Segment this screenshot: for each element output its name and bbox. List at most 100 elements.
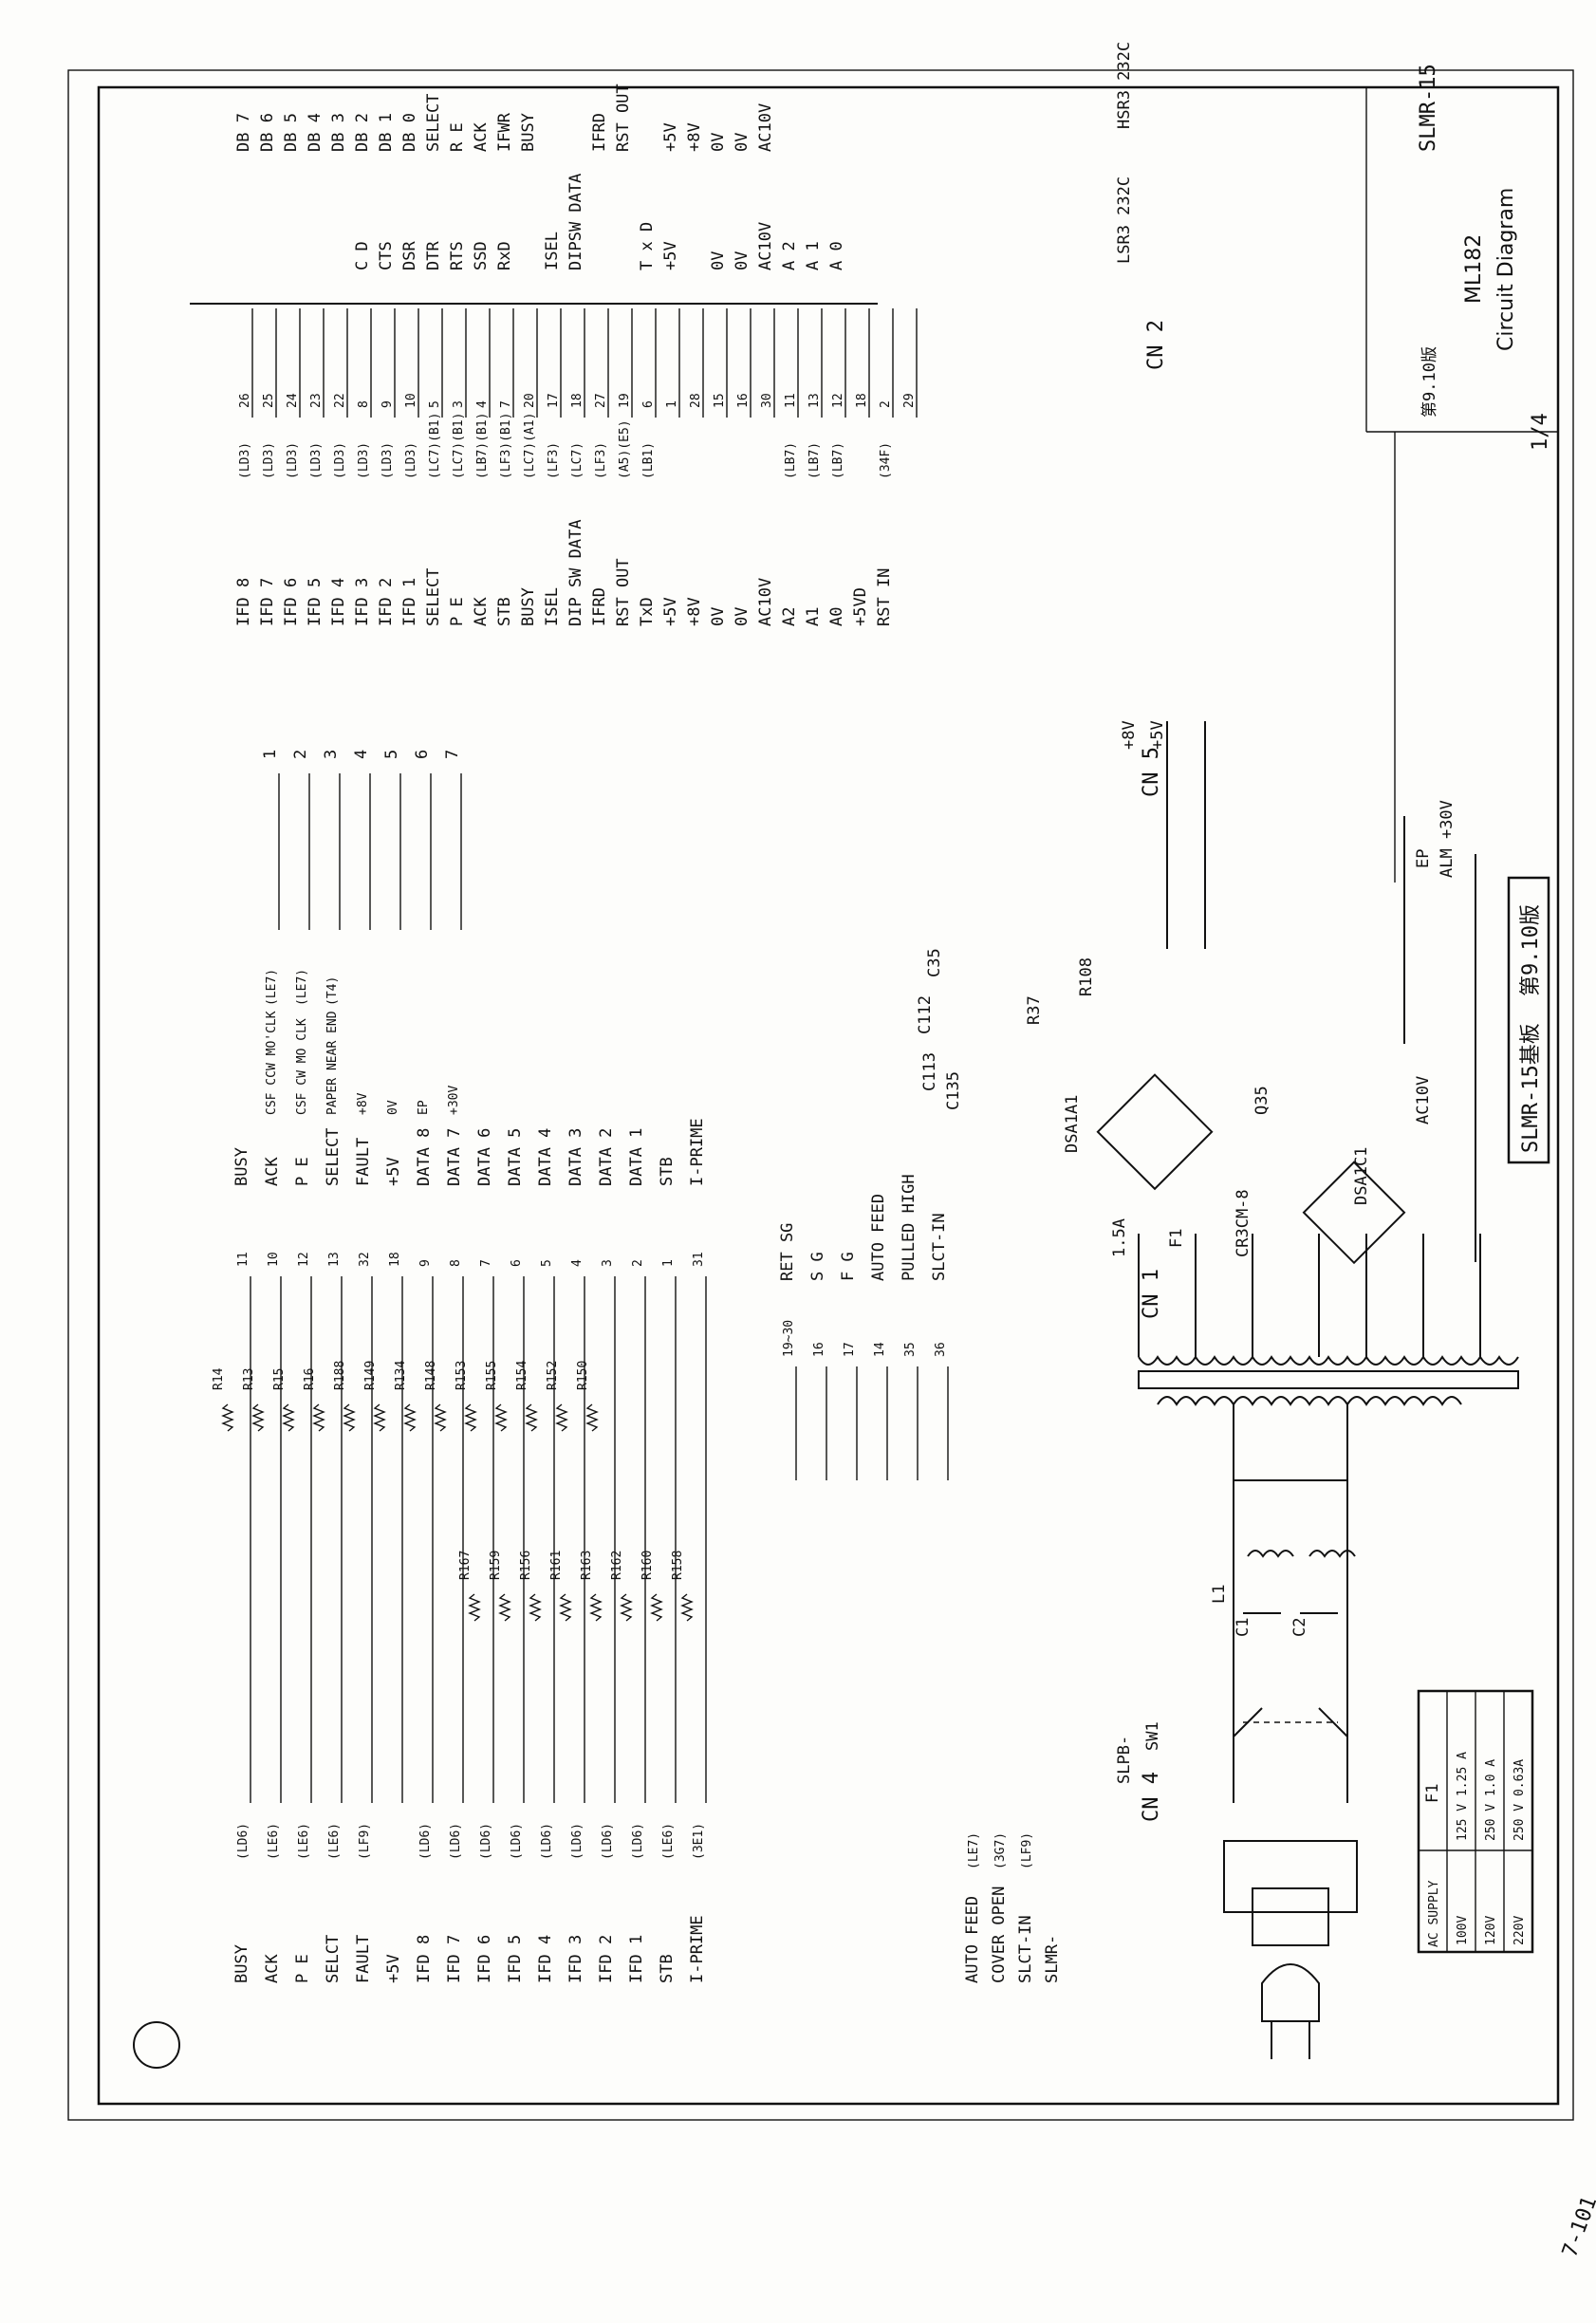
cn1-signal: IFD 8: [415, 1935, 434, 1983]
resistor: [559, 1593, 572, 1622]
cn1-signal: IFD 7: [445, 1935, 464, 1983]
resistor-label: R156: [519, 1551, 533, 1580]
cn1-ref: (LD6): [449, 1823, 463, 1860]
cn2-ref: (LC7)(A1): [523, 413, 537, 479]
cn4-name: RET SG: [778, 1223, 797, 1281]
power-label: SW1: [1143, 1721, 1162, 1751]
transformer-core: [1138, 1370, 1519, 1389]
power-label: DSA1A1: [1063, 1095, 1082, 1153]
cn2-ref: (LC7)(B1): [452, 413, 466, 479]
cn2-lsr: C D: [353, 241, 372, 270]
cn2-pin: 25: [262, 393, 276, 408]
cn4-pin: 36: [934, 1342, 948, 1357]
fuse-table-header: F1: [1423, 1784, 1442, 1803]
cn2-lsr: SSD: [472, 241, 491, 270]
cn2-pin: 10: [404, 393, 418, 408]
resistor: [251, 1403, 265, 1432]
edition-note: 第9.10版: [1420, 346, 1439, 418]
cn1-signal: IFD 5: [506, 1935, 525, 1983]
cn1-pin: 32: [358, 1252, 372, 1267]
cn2-hsr: DB 1: [377, 113, 396, 152]
cn2-signal: IFD 6: [282, 578, 301, 626]
cn1-pin: 8: [449, 1259, 463, 1267]
cn4-title: CN 4: [1140, 1772, 1163, 1822]
cn5-connector: CN 5: [1140, 747, 1163, 797]
cn2-pin: 4: [475, 400, 490, 408]
power-label: CR3CM-8: [1234, 1189, 1253, 1257]
cn1-pin: 11: [236, 1252, 251, 1267]
cn2-signal: +5VD: [851, 587, 870, 626]
cn5-signal: CSF CW MO CLK: [295, 1018, 309, 1115]
resistor-label: R162: [610, 1551, 624, 1580]
cn2-pin: 26: [238, 393, 252, 408]
cn2-pin: 8: [357, 400, 371, 408]
cn2-col-hsr: HSR3 232C: [1115, 42, 1134, 129]
cn1-signal: IFD 6: [475, 1935, 494, 1983]
sheet-number: 1/4: [1529, 413, 1552, 451]
cn2-ref: (LB7): [784, 442, 798, 479]
cn2-pin: 28: [689, 393, 703, 408]
cn2-hsr: IFWR: [495, 112, 514, 152]
cn2-lsr: T x D: [638, 222, 657, 270]
fuse-table-cell: 250 V 1.0 A: [1484, 1759, 1498, 1841]
cn2-signal: +5V: [661, 597, 680, 626]
fuse-table-cell: 100V: [1456, 1916, 1470, 1945]
cn2-signal: +8V: [685, 597, 704, 626]
cn2-hsr: BUSY: [519, 113, 538, 152]
cn1-name: +5V: [384, 1157, 403, 1186]
cn2-ref: (LB7): [831, 442, 845, 479]
cn1-ref: (LE6): [297, 1823, 311, 1860]
cn5-pin: 1: [261, 750, 280, 759]
power-label: +8V: [1120, 720, 1139, 750]
cn2-ref: (LD3): [309, 442, 324, 479]
cn2-signal: STB: [495, 597, 514, 626]
resistor: [555, 1403, 568, 1432]
cn2-lsr: DSR: [400, 241, 419, 270]
cn2-pin: 16: [736, 393, 751, 408]
resistor: [282, 1403, 295, 1432]
power-label: Q35: [1253, 1086, 1271, 1115]
cn5-signal: +8V: [356, 1092, 370, 1115]
resistor: [650, 1593, 663, 1622]
cn4-pin: 17: [843, 1342, 857, 1357]
cn1-name: I-PRIME: [688, 1118, 707, 1186]
cn5-signal: 0V: [386, 1100, 400, 1115]
cn2-pin: 18: [855, 393, 869, 408]
cn2-pin: 23: [309, 393, 324, 408]
cn1-signal: IFD 4: [536, 1935, 555, 1983]
cn5-pin: 4: [352, 750, 371, 759]
cn2-ref: (LF3): [594, 442, 608, 479]
cn2-hsr: R E: [448, 122, 467, 152]
resistor-label: R160: [640, 1551, 655, 1580]
cn1-name: DATA 7: [445, 1128, 464, 1186]
cn4-pin: 35: [903, 1342, 918, 1357]
cn1-ref: (LE6): [327, 1823, 342, 1860]
cn5-ref: (LE7): [295, 969, 309, 1006]
cn2-ref: (LD3): [357, 442, 371, 479]
cn2-signal: A1: [804, 607, 823, 626]
resistor-label: R188: [333, 1361, 347, 1390]
cn2-pin: 13: [807, 393, 822, 408]
cn2-pin: 9: [380, 400, 395, 408]
cn2-ref: (A5)(E5): [618, 419, 632, 479]
cn1-name: DATA 3: [566, 1128, 585, 1186]
cn5-title: CN 5: [1140, 747, 1163, 797]
cn2-signal: DIP SW DATA: [566, 519, 585, 626]
cn2-pin: 1: [665, 400, 679, 408]
cn2-lsr: 0V: [709, 251, 728, 270]
cn2-ref: (LC7)(B1): [428, 413, 442, 479]
power-label: 1.5A: [1110, 1218, 1129, 1257]
cn2-hsr: DB 3: [329, 113, 348, 152]
cn2-lsr: ISEL: [543, 232, 562, 270]
cn1-name: DATA 6: [475, 1128, 494, 1186]
cn5-pin: 7: [443, 750, 462, 759]
resistor-label: R15: [272, 1368, 287, 1390]
cn5-signal: +30V: [447, 1086, 461, 1115]
cn4-name: AUTO FEED: [869, 1194, 888, 1281]
cn1-name: DATA 2: [597, 1128, 616, 1186]
resistor: [620, 1593, 633, 1622]
cn2-pin: 15: [713, 393, 727, 408]
bridge-dsa1a1: [1096, 1073, 1214, 1191]
cn1-name: DATA 1: [627, 1128, 646, 1186]
